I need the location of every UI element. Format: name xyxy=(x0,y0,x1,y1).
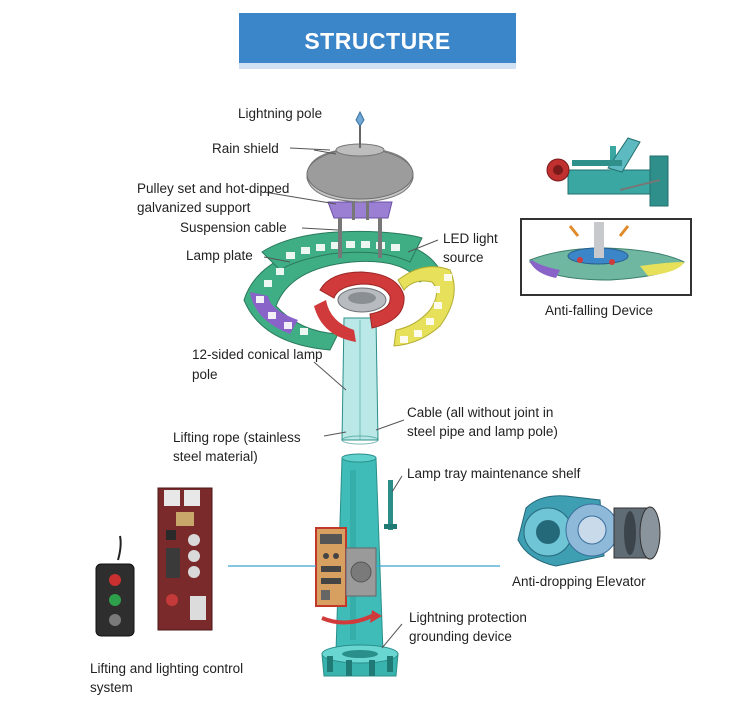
label-cable-line2: steel pipe and lamp pole) xyxy=(407,424,558,439)
label-control-line2: system xyxy=(90,680,133,695)
conical-pole xyxy=(341,317,379,445)
label-maintenance-shelf: Lamp tray maintenance shelf xyxy=(407,466,581,481)
rotation-arrow xyxy=(321,610,382,625)
label-lightning-pole: Lightning pole xyxy=(238,106,323,121)
pole-control-box xyxy=(315,527,377,607)
label-pulley-line2: galvanized support xyxy=(137,200,251,215)
structure-banner: STRUCTURE xyxy=(239,13,516,69)
label-cable-line1: Cable (all without joint in xyxy=(407,405,554,420)
rain-shield xyxy=(306,143,414,203)
label-lamp-plate: Lamp plate xyxy=(186,248,253,263)
label-anti-falling: Anti-falling Device xyxy=(545,303,654,318)
label-lightning-protection-line1: Lightning protection xyxy=(409,610,527,625)
banner-title: STRUCTURE xyxy=(304,27,451,54)
label-rope-line1: Lifting rope (stainless xyxy=(173,430,301,445)
maintenance-shelf-post xyxy=(384,480,397,530)
label-rope-line2: steel material) xyxy=(173,449,258,464)
label-anti-dropping: Anti-dropping Elevator xyxy=(512,574,646,589)
anti-dropping-elevator-illustration xyxy=(517,495,661,567)
base-flange xyxy=(321,644,399,677)
label-led-line1: LED light xyxy=(443,231,498,246)
leader-lines xyxy=(263,147,439,649)
label-suspension-cable: Suspension cable xyxy=(180,220,287,235)
pulley-support xyxy=(327,190,393,258)
lightning-rod xyxy=(355,110,365,148)
label-led-line2: source xyxy=(443,250,484,265)
control-system-illustration xyxy=(95,487,213,637)
label-lightning-protection-line2: grounding device xyxy=(409,629,512,644)
label-pulley-line1: Pulley set and hot-dipped xyxy=(137,181,290,196)
label-conical-line1: 12-sided conical lamp xyxy=(192,347,323,362)
anti-falling-device-illustration xyxy=(520,137,692,296)
lamp-head xyxy=(243,230,455,351)
label-control-line1: Lifting and lighting control xyxy=(90,661,244,676)
label-rain-shield: Rain shield xyxy=(212,141,279,156)
label-conical-line2: pole xyxy=(192,367,218,382)
